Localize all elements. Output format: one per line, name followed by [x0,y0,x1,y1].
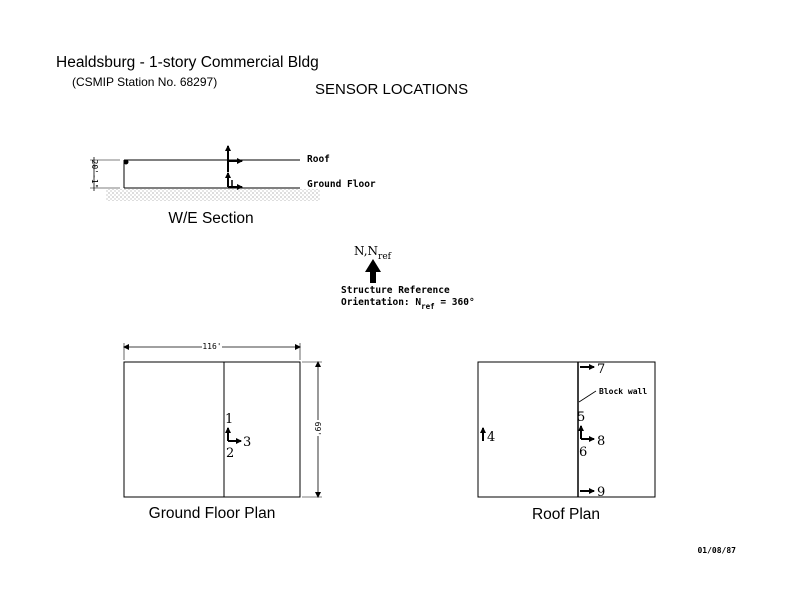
ground-floor-plan-caption: Ground Floor Plan [149,505,276,522]
roof-sensor-cluster-arrows [578,425,595,442]
sensor-locations-heading: SENSOR LOCATIONS [315,81,469,98]
drawing-date: 01/08/87 [697,546,736,555]
roof-sensor-arrows [225,145,243,172]
structure-reference-label: Structure Reference [341,285,450,296]
block-wall-label: Block wall [599,387,647,396]
sensor-dot [123,159,129,165]
ground-sensor-arrows [225,172,243,190]
height-dim-label: 20'-1" [90,160,99,189]
sensor-9-label: 9 [597,485,605,500]
sensor-6-label: 6 [579,445,587,460]
roof-plan-caption: Roof Plan [532,506,600,523]
north-label: N,Nref [354,244,392,262]
sensor-1-label: 1 [225,412,233,427]
block-wall-leader [578,390,597,403]
roof-plan: Block wall 4 7 5 8 6 9 Roof Plan [477,361,656,523]
sensor-2-label: 2 [226,446,234,461]
sensor-7-label: 7 [597,362,605,377]
ground-plan-sensor-arrows [225,427,242,444]
north-arrow-icon [365,259,381,283]
sensor-8-label: 8 [597,434,605,449]
sensor-3-label: 3 [243,435,251,450]
ground-floor-plan: 116' 69' 1 3 2 Ground Floor Plan [123,341,322,522]
we-section: 20'-1" Roof Ground Floor W/E Section [90,145,376,227]
sensor-5-label: 5 [577,410,585,425]
orientation-block: N,Nref Structure Reference Orientation: … [341,244,475,311]
width-dim-label: 116' [202,342,221,351]
ground-floor-label: Ground Floor [307,179,376,190]
sensor-4-label: 4 [487,430,495,445]
orientation-value: Orientation: Nref = 360° [341,297,475,311]
ground-hatch [106,189,320,201]
we-section-caption: W/E Section [168,210,253,227]
station-number: (CSMIP Station No. 68297) [72,75,218,89]
page-title: Healdsburg - 1-story Commercial Bldg [56,54,319,71]
ground-plan-outline [123,361,301,498]
depth-dim-label: 69' [313,422,322,436]
roof-label: Roof [307,154,330,165]
roof-plan-outline [477,361,656,498]
